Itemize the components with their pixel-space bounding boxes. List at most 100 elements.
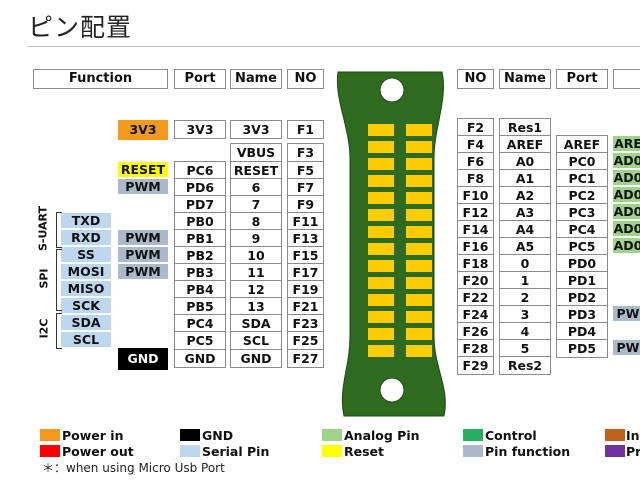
- connector-pad: [406, 124, 432, 136]
- connector-pad: [368, 277, 394, 289]
- left-name-cell: RESET: [230, 161, 282, 180]
- connector-pad: [406, 243, 432, 255]
- connector-pad: [368, 294, 394, 306]
- footnote: ＊：when using Micro Usb Port: [42, 461, 225, 475]
- group-bracket-spi: [56, 249, 62, 311]
- right-no-cell: F14: [457, 220, 494, 239]
- header-no-right: NO: [457, 69, 494, 89]
- legend-label: Power in: [62, 428, 124, 443]
- legend-swatch: [605, 445, 625, 457]
- func-tag-ss: SS: [61, 247, 111, 262]
- legend-swatch: [180, 429, 200, 441]
- connector-pad: [368, 124, 394, 136]
- left-port-cell: PC5: [174, 331, 226, 350]
- func-tag-pwm: PWM: [118, 179, 168, 194]
- func-tag-pwm: PWM: [118, 230, 168, 245]
- func-tag-pwm: PWM: [118, 247, 168, 262]
- left-port-cell: PB5: [174, 297, 226, 316]
- connector-pad: [368, 209, 394, 221]
- right-port-cell: PD4: [556, 322, 608, 341]
- legend-label: Pr: [626, 444, 640, 459]
- title-divider: [28, 46, 640, 47]
- func-tag-adc: AD0: [613, 238, 640, 253]
- header-name-right: Name: [499, 69, 551, 89]
- right-port-cell: PC0: [556, 152, 608, 171]
- right-no-cell: F10: [457, 186, 494, 205]
- right-no-cell: F29: [457, 356, 494, 375]
- group-label-suart: S-UART: [36, 205, 50, 252]
- connector-pad: [406, 192, 432, 204]
- left-no-cell: F1: [287, 120, 324, 139]
- page-title: ピン配置: [28, 13, 133, 42]
- connector-pad: [406, 345, 432, 357]
- func-tag-adc: AD0: [613, 187, 640, 202]
- connector-pad: [406, 175, 432, 187]
- connector-board: [336, 71, 446, 417]
- legend-label: Control: [485, 428, 537, 443]
- connector-pad: [406, 260, 432, 272]
- right-port-cell: PD2: [556, 288, 608, 307]
- func-tag-txd: TXD: [61, 213, 111, 228]
- func-tag-miso: MISO: [61, 281, 111, 296]
- right-name-cell: AREF: [499, 135, 551, 154]
- connector-pad: [368, 345, 394, 357]
- connector-pad: [368, 243, 394, 255]
- func-tag-power: 3V3: [118, 120, 168, 140]
- legend-swatch: [605, 429, 625, 441]
- legend-label: Power out: [62, 444, 134, 459]
- connector-pad: [406, 141, 432, 153]
- func-tag-pwm: PWM: [118, 264, 168, 279]
- left-name-cell: 10: [230, 246, 282, 265]
- left-no-cell: F9: [287, 195, 324, 214]
- connector-pad: [406, 311, 432, 323]
- func-tag-pwm: PW: [613, 340, 640, 355]
- left-no-cell: F25: [287, 331, 324, 350]
- left-name-cell: SCL: [230, 331, 282, 350]
- legend-swatch: [322, 445, 342, 457]
- header-function-left: Function: [33, 69, 168, 89]
- left-no-cell: F3: [287, 143, 324, 162]
- func-tag-scl: SCL: [61, 332, 111, 347]
- legend-label: Pin function: [485, 444, 571, 459]
- left-port-cell: PB4: [174, 280, 226, 299]
- right-name-cell: Res2: [499, 356, 551, 375]
- right-name-cell: A5: [499, 237, 551, 256]
- func-tag-adc: AD0: [613, 204, 640, 219]
- legend-swatch: [322, 429, 342, 441]
- left-port-cell: GND: [174, 349, 226, 368]
- right-no-cell: F16: [457, 237, 494, 256]
- legend-label: GND: [202, 428, 234, 443]
- connector-pad: [406, 294, 432, 306]
- legend-label: Analog Pin: [344, 428, 420, 443]
- right-port-cell: PC4: [556, 220, 608, 239]
- right-no-cell: F12: [457, 203, 494, 222]
- group-label-spi: SPI: [37, 268, 51, 289]
- header-name-left: Name: [230, 69, 282, 89]
- legend-label: In: [626, 428, 640, 443]
- connector-pad: [406, 158, 432, 170]
- header-no-left: NO: [287, 69, 324, 89]
- left-port-cell: PD7: [174, 195, 226, 214]
- connector-pad: [406, 328, 432, 340]
- header-port-right: Port: [556, 69, 608, 89]
- connector-pad: [368, 192, 394, 204]
- legend-swatch: [463, 429, 483, 441]
- connector-pad: [406, 226, 432, 238]
- connector-pad: [368, 328, 394, 340]
- connector-pad: [368, 226, 394, 238]
- left-name-cell: 13: [230, 297, 282, 316]
- right-port-cell: PD5: [556, 339, 608, 358]
- left-no-cell: F5: [287, 161, 324, 180]
- left-no-cell: F7: [287, 178, 324, 197]
- header-port-left: Port: [174, 69, 226, 89]
- left-port-cell: PD6: [174, 178, 226, 197]
- left-name-cell: 3V3: [230, 120, 282, 139]
- left-no-cell: F13: [287, 229, 324, 248]
- func-tag-aref: ARE: [613, 136, 640, 151]
- right-name-cell: A1: [499, 169, 551, 188]
- connector-pad: [368, 311, 394, 323]
- connector-pad: [368, 175, 394, 187]
- left-no-cell: F27: [287, 349, 324, 368]
- legend-swatch: [463, 445, 483, 457]
- header-function-right: [613, 69, 640, 89]
